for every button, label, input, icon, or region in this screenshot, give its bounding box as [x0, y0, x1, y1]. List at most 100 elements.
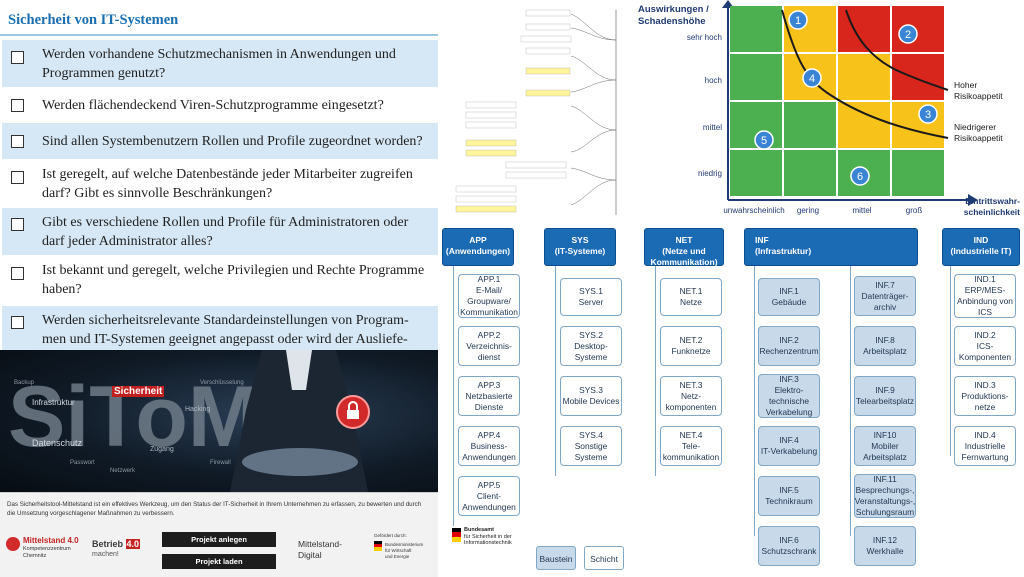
high-appetite-label: Risikoappetit: [954, 91, 1003, 101]
question-text: darf? Gibt es sinnvolle Beschränkungen?: [42, 186, 273, 201]
question-checkbox[interactable]: [11, 51, 24, 64]
low-appetite-label: Niedrigerer: [954, 122, 996, 132]
word-zugang: Zugang: [150, 446, 174, 453]
risk-cell: [730, 54, 782, 100]
mittelstand-digital-2: Digital: [298, 550, 322, 560]
risk-marker-label: 6: [857, 171, 863, 183]
question-text: Ist bekannt und geregelt, welche Privile…: [42, 263, 425, 278]
risk-marker-label: 2: [905, 29, 911, 41]
risk-marker: [918, 104, 938, 124]
risk-marker: [754, 130, 774, 150]
question-text: haben?: [42, 282, 82, 297]
risk-cell: [892, 54, 944, 100]
risk-marker-label: 4: [809, 73, 815, 85]
question-text: Sind allen Systembenutzern Rollen und Pr…: [42, 134, 423, 149]
risk-cell: [892, 150, 944, 196]
word-datenschutz: Datenschutz: [32, 438, 83, 448]
federal-flag-icon: [374, 541, 382, 551]
y-level-label: niedrig: [698, 169, 722, 178]
title-divider: [0, 34, 438, 36]
question-item: Sind allen Systembenutzern Rollen und Pr…: [2, 123, 438, 159]
mittelstand-digital-1: Mittelstand-: [298, 539, 342, 549]
risk-marker-label: 1: [795, 15, 801, 27]
layer-header-sys: SYS(IT-Systeme): [544, 228, 616, 266]
y-axis-title-2: Schadenshöhe: [638, 16, 706, 27]
legend-baustein: Baustein: [536, 546, 576, 570]
question-item: Werden sicherheitsrelevante Standardeins…: [2, 306, 438, 350]
low-appetite-label: Risikoappetit: [954, 133, 1003, 143]
risk-marker-label: 5: [761, 135, 767, 147]
question-item: Werden flächendeckend Viren-Schutzprogra…: [2, 90, 438, 120]
connector: [453, 266, 454, 526]
word-verschluesselung: Verschlüsselung: [200, 380, 244, 386]
question-text: Programmen genutzt?: [42, 66, 166, 81]
bsi-grundschutz-panel: APP(Anwendungen) SYS(IT-Systeme) NET(Net…: [438, 222, 1024, 576]
question-checkbox[interactable]: [11, 316, 24, 329]
word-passwort: Passwort: [70, 460, 95, 466]
checklist-title: Sicherheit von IT-Systemen: [8, 12, 179, 28]
shirt: [286, 350, 312, 390]
question-checkbox[interactable]: [11, 218, 24, 231]
x-level-label: groß: [906, 206, 923, 215]
brand-letters: SiToM: [8, 369, 260, 465]
connector: [850, 266, 851, 536]
question-text: men und IT-Systemen geeignet angepasst o…: [42, 332, 408, 347]
mindmap-graphic: [455, 9, 617, 215]
connector: [950, 266, 951, 456]
risk-cell: [838, 102, 890, 148]
question-text: Werden sicherheitsrelevante Standardeins…: [42, 313, 409, 328]
x-level-label: mittel: [852, 206, 871, 215]
bsi-eagle-icon: [452, 528, 461, 542]
question-checkbox[interactable]: [11, 135, 24, 148]
question-checkbox[interactable]: [11, 99, 24, 112]
word-infrastruktur: Infrastruktur: [32, 398, 75, 407]
connector: [754, 266, 755, 536]
word-sicherheit: Sicherheit: [112, 386, 165, 397]
y-level-label: mittel: [703, 123, 722, 132]
word-hacking: Hacking: [185, 406, 211, 413]
question-checkbox[interactable]: [11, 171, 24, 184]
y-level-label: sehr hoch: [687, 33, 722, 42]
word-backup: Backup: [14, 380, 35, 386]
create-project-button[interactable]: Projekt anlegen: [162, 532, 276, 547]
question-checkbox[interactable]: [11, 267, 24, 280]
question-item: Ist geregelt, auf welche Datenbestände j…: [2, 162, 438, 206]
betrieb-logo: Betrieb 4.0: [92, 539, 141, 549]
load-project-button[interactable]: Projekt laden: [162, 554, 276, 569]
layer-header-ind: IND(Industrielle IT): [942, 228, 1020, 266]
high-appetite-label: Hoher: [954, 80, 977, 90]
ministry-funded: Gefördert durch:: [374, 533, 407, 538]
